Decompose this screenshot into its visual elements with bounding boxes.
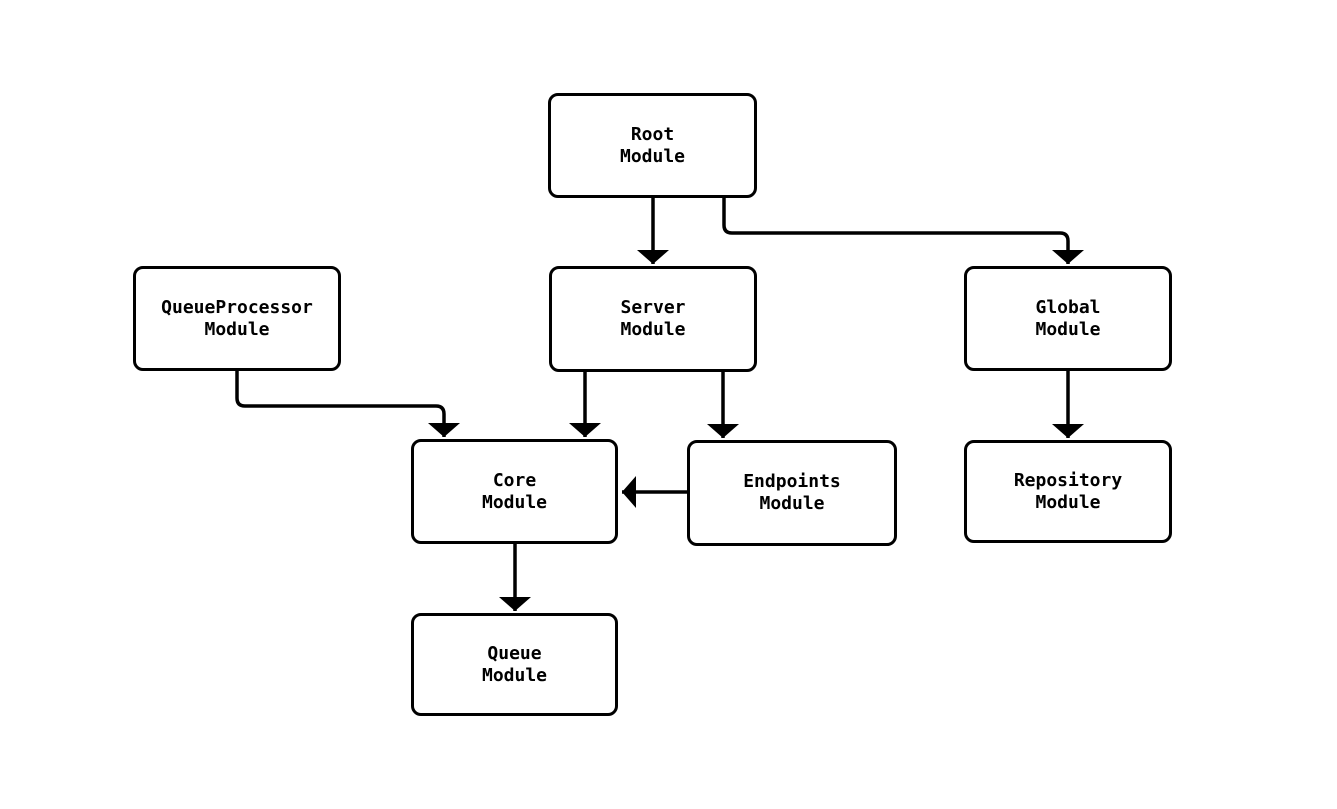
- node-label-line: Endpoints: [743, 471, 841, 492]
- node-queueprocessor-module: QueueProcessor Module: [133, 266, 341, 371]
- node-endpoints-module: Endpoints Module: [687, 440, 897, 546]
- node-queue-module: Queue Module: [411, 613, 618, 716]
- node-label-line: Core: [492, 469, 537, 491]
- node-server-module: Server Module: [549, 266, 757, 372]
- node-label-line: Module: [1035, 491, 1101, 513]
- node-label-line: QueueProcessor: [161, 296, 313, 318]
- node-core-module: Core Module: [411, 439, 618, 544]
- node-root-module: Root Module: [548, 93, 757, 198]
- node-global-module: Global Module: [964, 266, 1172, 371]
- node-label-line: Module: [481, 491, 548, 513]
- node-label-line: Global: [1035, 296, 1101, 318]
- node-label-line: Module: [481, 664, 548, 686]
- node-label-line: Module: [759, 493, 825, 514]
- node-label-line: Module: [1035, 318, 1101, 340]
- node-label-line: Queue: [487, 642, 542, 664]
- node-label-line: Root: [630, 123, 675, 145]
- node-label-line: Server: [620, 297, 686, 318]
- node-label-line: Repository: [1013, 469, 1123, 491]
- node-label-line: Module: [619, 145, 686, 167]
- edge-queueprocessor-to-core: [235, 371, 460, 437]
- node-repository-module: Repository Module: [964, 440, 1172, 543]
- node-label-line: Module: [620, 319, 686, 340]
- node-label-line: Module: [204, 318, 270, 340]
- edge-root-to-global: [722, 198, 1084, 264]
